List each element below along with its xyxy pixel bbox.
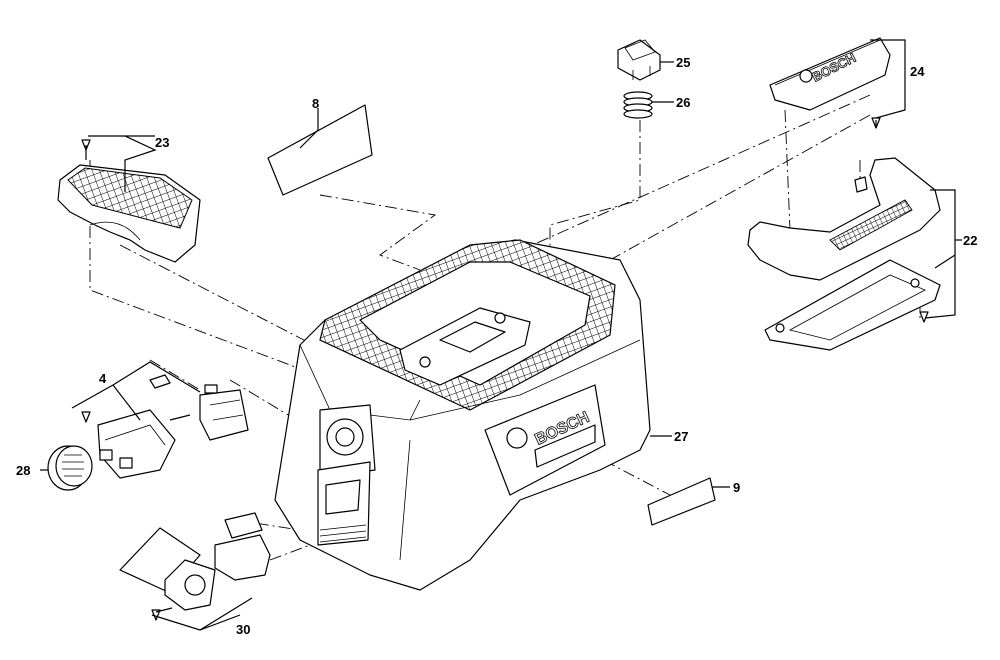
part-25-button-cap <box>617 39 661 81</box>
part-22-carry-handle <box>747 157 941 351</box>
label-part-28: 28 <box>16 463 30 478</box>
label-part-9: 9 <box>733 480 740 495</box>
part-4-switch-assembly <box>81 374 249 479</box>
part-8-label-sheet <box>267 104 373 196</box>
leader-lines <box>40 39 962 631</box>
label-part-23: 23 <box>155 135 169 150</box>
part-23-foot-pad <box>57 139 201 263</box>
label-part-8: 8 <box>312 96 319 111</box>
label-part-24: 24 <box>910 64 925 79</box>
part-24-handle-cover: BOSCH <box>769 37 891 129</box>
label-part-27: 27 <box>674 429 688 444</box>
label-part-25: 25 <box>676 55 690 70</box>
label-part-4: 4 <box>99 371 107 386</box>
label-part-22: 22 <box>963 233 977 248</box>
part-labels: 8 23 25 26 24 22 27 9 4 28 30 <box>16 55 977 637</box>
part-26-spring <box>623 91 653 119</box>
label-part-26: 26 <box>676 95 690 110</box>
part-27-main-housing: BOSCH <box>274 239 651 591</box>
label-part-30: 30 <box>236 622 250 637</box>
part-9-label-sheet <box>647 477 716 526</box>
part-28-knob <box>47 445 93 491</box>
part-30-socket-assembly <box>119 512 271 621</box>
